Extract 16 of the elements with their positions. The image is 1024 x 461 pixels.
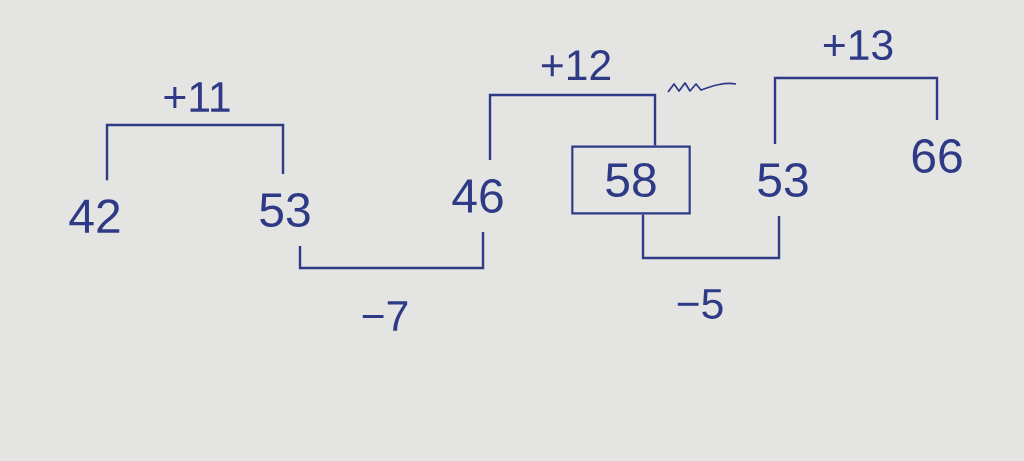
bracket <box>641 214 781 260</box>
bracket <box>488 93 657 161</box>
number: 66 <box>912 139 962 173</box>
boxed-number: 58 <box>571 145 691 215</box>
edge-label: +13 <box>820 28 896 62</box>
bracket <box>105 123 285 181</box>
edge-label: +11 <box>161 81 233 113</box>
edge-label: −7 <box>359 300 411 332</box>
number: 53 <box>758 163 808 197</box>
edge-label: −5 <box>674 287 726 321</box>
bracket <box>773 76 939 145</box>
edge-label: +12 <box>538 48 614 82</box>
number: 42 <box>69 199 120 233</box>
bracket <box>298 231 485 270</box>
number: 46 <box>452 179 503 213</box>
number: 53 <box>260 193 310 227</box>
